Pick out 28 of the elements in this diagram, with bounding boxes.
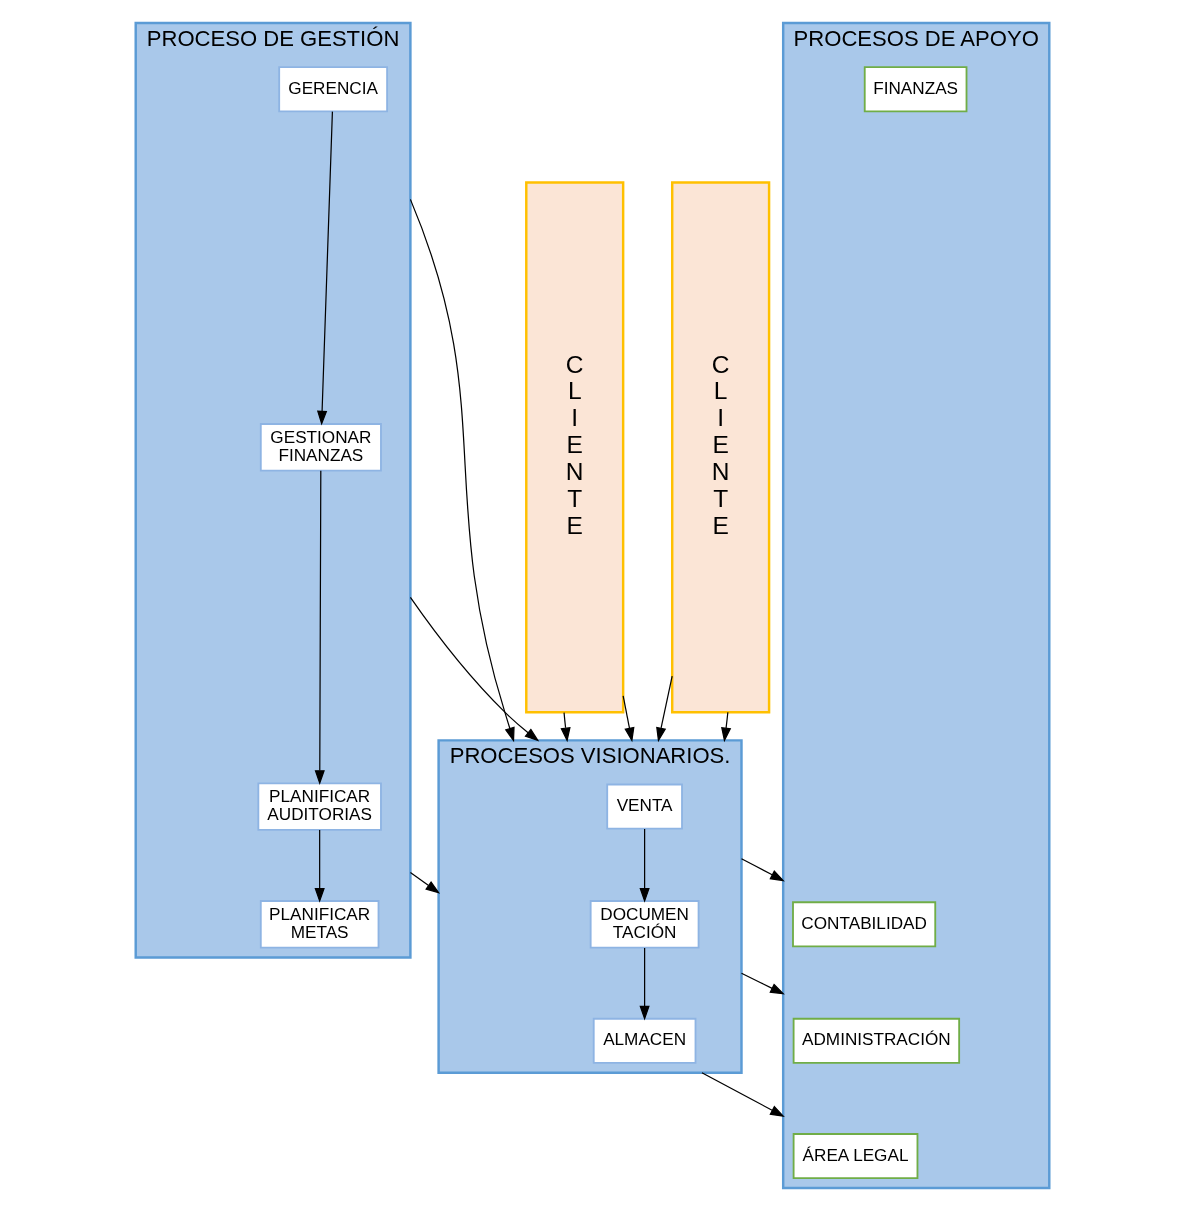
arrow: [701, 1072, 785, 1118]
node-box: C L I E N T E: [671, 181, 771, 714]
node-box: GERENCIA: [278, 66, 389, 113]
arrow: [639, 947, 650, 1021]
node-box: CONTABILIDAD: [792, 901, 937, 948]
arrow: [314, 829, 325, 903]
node-box: PLANIFICAR METAS: [259, 900, 380, 949]
arrow: [409, 198, 515, 743]
node-box: ADMINISTRACIÓN: [792, 1017, 961, 1064]
arrow: [622, 695, 635, 743]
arrow: [409, 596, 540, 742]
arrow: [560, 711, 571, 743]
arrow: [409, 871, 441, 894]
node-box: C L I E N T E: [525, 181, 625, 714]
arrow: [316, 111, 334, 426]
arrow: [639, 828, 650, 903]
arrow: [656, 675, 673, 743]
arrow: [740, 972, 785, 995]
node-box: VENTA: [606, 783, 683, 830]
arrow: [314, 470, 325, 785]
arrow: [721, 711, 732, 743]
node-box: DOCUMEN TACIÓN: [589, 900, 700, 949]
arrow: [740, 858, 785, 882]
node-box: PLANIFICAR AUDITORIAS: [257, 782, 382, 831]
node-box: ÁREA LEGAL: [792, 1133, 919, 1180]
node-box: GESTIONAR FINANZAS: [259, 423, 382, 472]
node-box: ALMACEN: [592, 1017, 697, 1064]
node-box: FINANZAS: [863, 66, 968, 113]
